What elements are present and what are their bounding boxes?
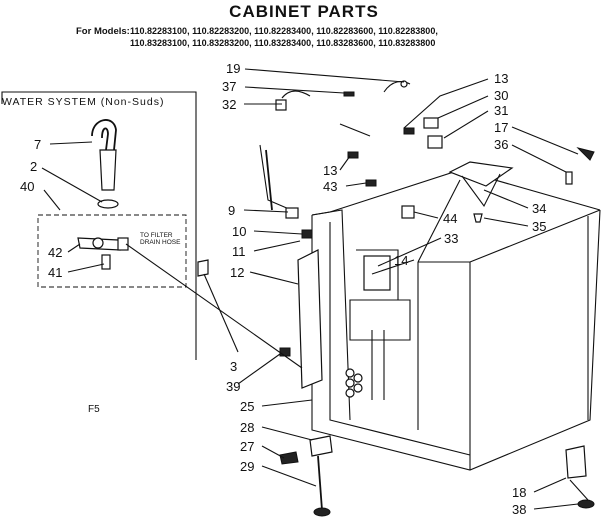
callout-37: 37 [222,79,237,94]
inset-title: WATER SYSTEM (Non-Suds) [2,96,165,108]
callout-10: 10 [232,224,247,239]
callout-34: 34 [532,201,547,216]
callout-2: 2 [30,159,38,174]
inset-note: TO FILTER DRAIN HOSE [140,232,181,246]
callout-14: 14 [394,253,409,268]
models-line-1: 110.82283100, 110.82283200, 110.82283400… [130,26,438,36]
callout-29: 29 [240,459,255,474]
callout-31: 31 [494,103,509,118]
callout-9: 9 [228,203,236,218]
callout-44: 44 [443,211,458,226]
models-label: For Models: [76,26,130,37]
callout-35: 35 [532,219,547,234]
motor-switch [363,255,391,291]
callout-43: 43 [323,179,338,194]
callout-39: 39 [226,379,241,394]
callout-11: 11 [232,244,246,259]
callout-7: 7 [34,137,42,152]
callout-25: 25 [240,399,255,414]
callout-12: 12 [230,265,245,280]
callout-18: 18 [512,485,527,500]
callout-42: 42 [48,245,63,260]
clamp-part [97,199,119,209]
models-line-2: 110.83283100, 110.83283200, 110.83283400… [130,38,436,48]
small-parts [197,80,595,517]
callout-13-top: 13 [494,71,509,86]
callout-19: 19 [226,61,241,76]
leader-lines [41,68,579,510]
callout-3: 3 [230,359,238,374]
callout-41: 41 [48,265,63,280]
diagram-title: CABINET PARTS [229,2,379,21]
callout-32: 32 [222,97,237,112]
cabinet-body [279,161,601,479]
callout-13: 13 [323,163,338,178]
callout-40: 40 [20,179,35,194]
callout-38: 38 [512,502,527,517]
callout-17: 17 [494,120,509,135]
side-panel [259,144,323,389]
callout-33: 33 [444,231,459,246]
water-system-inset [1,91,197,360]
callout-30: 30 [494,88,509,103]
callout-28: 28 [240,420,255,435]
callout-27: 27 [240,439,255,454]
callout-36: 36 [494,137,509,152]
figure-code: F5 [88,404,100,415]
